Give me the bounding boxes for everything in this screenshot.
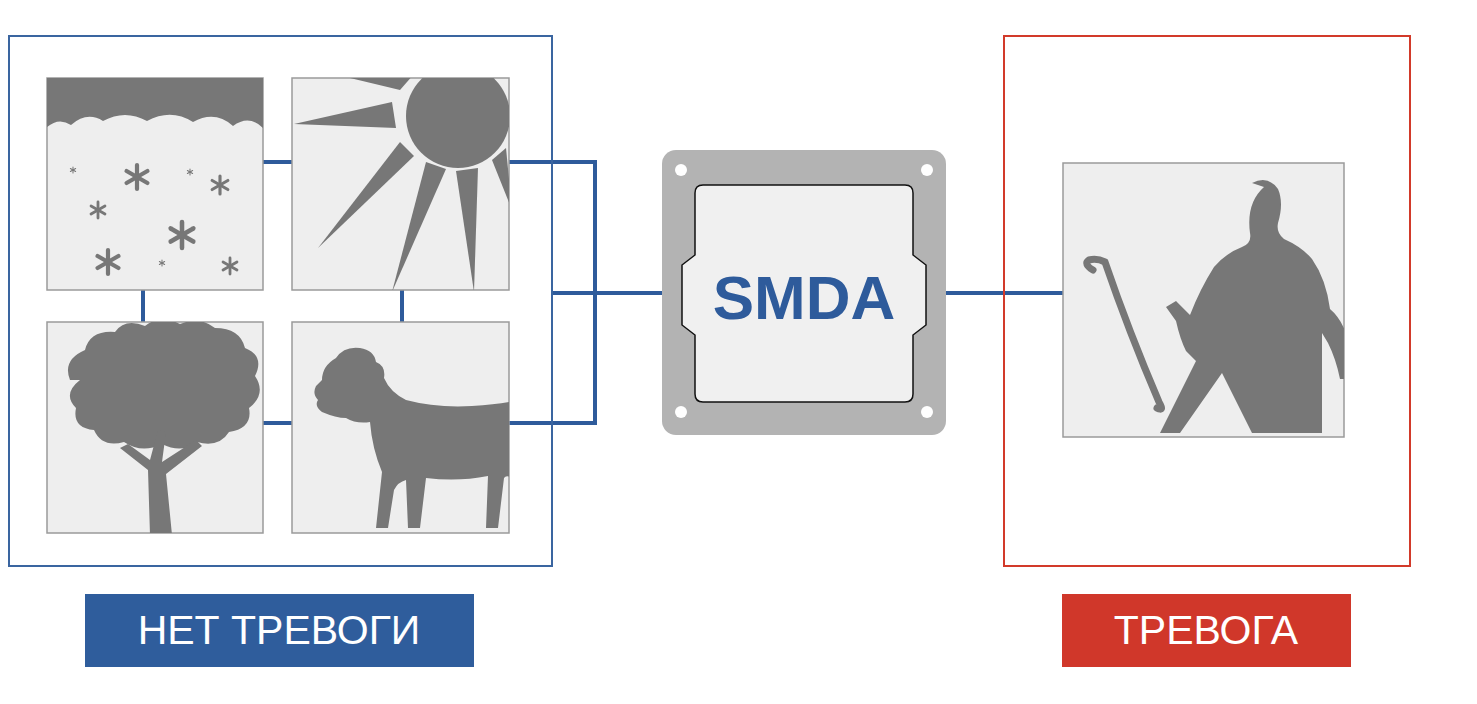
signal-line [553, 291, 662, 295]
status-band: ТРЕВОГА [1062, 594, 1351, 667]
dog-icon [314, 348, 509, 528]
snow-icon [47, 78, 263, 274]
image-tiles [47, 78, 1344, 533]
status-band: НЕТ ТРЕВОГИ [85, 594, 474, 667]
sun-icon [294, 78, 509, 290]
smda-device: SMDA [662, 150, 946, 435]
signal-line [946, 291, 1003, 295]
no-alarm-region: НЕТ ТРЕВОГИ [8, 35, 553, 567]
status-label: ТРЕВОГА [1114, 607, 1298, 654]
status-label: НЕТ ТРЕВОГИ [138, 607, 421, 654]
device-label: SMDA [713, 262, 896, 333]
tree-icon [68, 322, 260, 533]
burglar-icon [1087, 180, 1344, 433]
alarm-region: ТРЕВОГА [1003, 35, 1411, 567]
